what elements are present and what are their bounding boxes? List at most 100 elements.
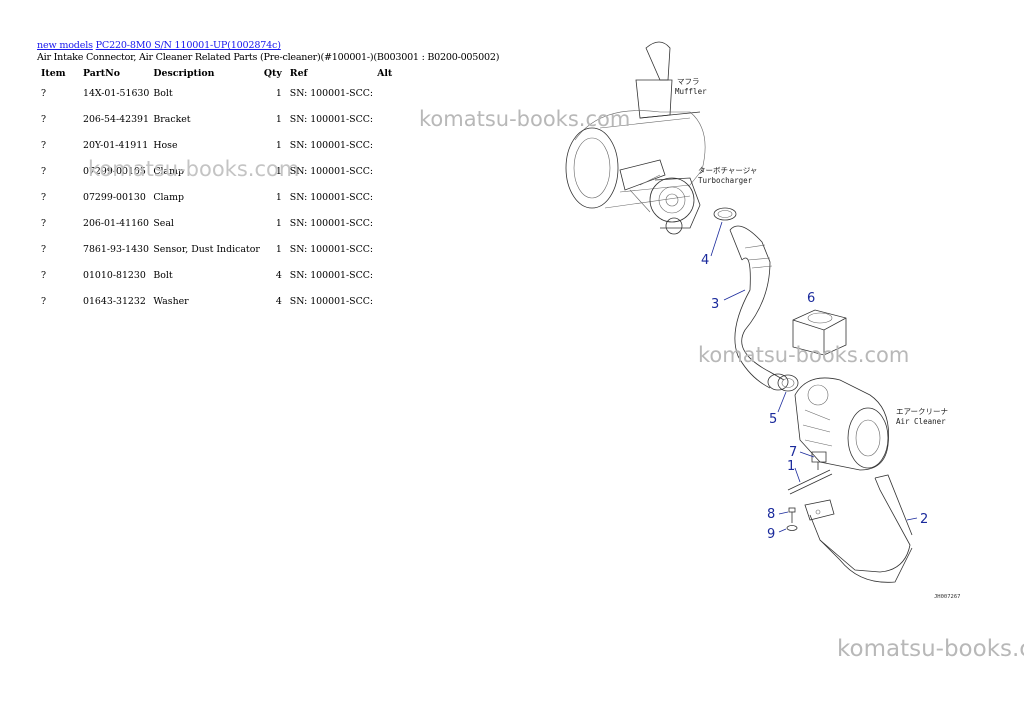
parts-table: Item PartNo Description Qty Ref Alt ? 14… — [37, 66, 394, 314]
cell-alt — [375, 236, 394, 262]
callout-8: 8 — [767, 507, 775, 522]
cell-alt — [375, 106, 394, 132]
cell-partno: 206-01-41160 — [83, 217, 149, 229]
cell-ref: SN: 100001-SCC: — [289, 269, 374, 281]
cell-qty: 1 — [275, 217, 282, 229]
header-ref: Ref — [289, 67, 308, 79]
callout-5: 5 — [769, 412, 777, 427]
cell-description: Bracket — [153, 113, 191, 125]
cell-item: ? — [41, 87, 47, 99]
cell-item: ? — [41, 165, 47, 177]
cell-partno: 7861-93-1430 — [83, 243, 149, 255]
muffler-illustration — [565, 41, 706, 209]
callout-7: 7 — [789, 445, 797, 460]
hose-illustration — [729, 225, 789, 391]
table-row: ? 206-01-41160 Seal 1 SN: 100001-SCC: — [37, 210, 394, 236]
cell-qty: 1 — [275, 165, 282, 177]
cell-item: ? — [41, 217, 47, 229]
cell-item: ? — [41, 139, 47, 151]
cell-partno: 01010-81230 — [83, 269, 146, 281]
cell-description: Bolt — [153, 87, 173, 99]
cell-ref: SN: 100001-SCC: — [289, 139, 374, 151]
callout-9: 9 — [767, 527, 775, 542]
watermark: komatsu-books.com — [88, 157, 300, 181]
cell-description: Sensor, Dust Indicator — [153, 243, 260, 255]
figure-code: JH007267 — [934, 594, 961, 600]
cell-qty: 1 — [275, 191, 282, 203]
breadcrumb-model-link[interactable]: PC220-8M0 S/N 110001-UP(1002874c) — [95, 40, 281, 51]
clamp-5-illustration — [777, 374, 799, 392]
cell-ref: SN: 100001-SCC: — [289, 87, 374, 99]
cell-description: Seal — [153, 217, 174, 229]
cell-qty: 1 — [275, 139, 282, 151]
cell-description: Washer — [153, 295, 189, 307]
cell-partno: 20Y-01-41911 — [83, 139, 149, 151]
table-header-row: Item PartNo Description Qty Ref Alt — [37, 66, 394, 80]
callout-1: 1 — [787, 459, 795, 474]
table-row: ? 07299-00130 Clamp 1 SN: 100001-SCC: — [37, 184, 394, 210]
watermark: komatsu-books.com — [419, 107, 631, 131]
cell-alt — [375, 158, 394, 184]
watermark: komatsu-books.com — [698, 343, 910, 367]
parts-diagram: マフラ Muffler ターボチャージャ Turbocharger — [565, 41, 961, 600]
header-qty: Qty — [263, 67, 282, 79]
turbo-en-label: Turbocharger — [698, 176, 753, 185]
cell-ref: SN: 100001-SCC: — [289, 295, 374, 307]
header-description: Description — [153, 67, 215, 79]
cell-alt — [375, 80, 394, 106]
breadcrumb: new models PC220-8M0 S/N 110001-UP(10028… — [37, 40, 281, 51]
cell-item: ? — [41, 243, 47, 255]
callout-6: 6 — [807, 291, 815, 306]
cell-description: Clamp — [153, 191, 185, 203]
page-subtitle: Air Intake Connector, Air Cleaner Relate… — [37, 52, 500, 63]
cell-alt — [375, 288, 394, 314]
cell-description: Clamp — [153, 165, 185, 177]
bolt-8-illustration — [788, 507, 796, 523]
turbo-jp-label: ターボチャージャ — [698, 166, 757, 175]
callout-3: 3 — [711, 297, 719, 312]
cell-item: ? — [41, 113, 47, 125]
cell-partno: 206-54-42391 — [83, 113, 149, 125]
cell-item: ? — [41, 191, 47, 203]
dust-indicator-illustration — [811, 451, 827, 470]
cell-ref: SN: 100001-SCC: — [289, 243, 374, 255]
breadcrumb-new-models-link[interactable]: new models — [37, 40, 93, 51]
cell-alt — [375, 184, 394, 210]
cell-qty: 1 — [275, 87, 282, 99]
table-row: ? 206-54-42391 Bracket 1 SN: 100001-SCC: — [37, 106, 394, 132]
header-partno: PartNo — [83, 67, 120, 79]
bolt-1-illustration — [787, 469, 833, 495]
cell-item: ? — [41, 269, 47, 281]
watermark: komatsu-books.c — [837, 636, 1024, 662]
cell-alt — [375, 210, 394, 236]
cell-qty: 1 — [275, 243, 282, 255]
header-alt: Alt — [377, 67, 393, 79]
cell-partno: 07299-00105 — [83, 165, 146, 177]
cell-partno: 14X-01-51630 — [83, 87, 150, 99]
callout-2: 2 — [920, 512, 928, 527]
cell-alt — [375, 262, 394, 288]
table-row: ? 01643-31232 Washer 4 SN: 100001-SCC: — [37, 288, 394, 314]
table-row: ? 07299-00105 Clamp 1 SN: 100001-SCC: — [37, 158, 394, 184]
cell-partno: 01643-31232 — [83, 295, 146, 307]
washer-illustration — [786, 525, 798, 531]
table-row: ? 14X-01-51630 Bolt 1 SN: 100001-SCC: — [37, 80, 394, 106]
muffler-en-label: Muffler — [675, 87, 707, 96]
callout-4: 4 — [701, 253, 709, 268]
turbocharger-illustration — [619, 159, 701, 235]
table-row: ? 20Y-01-41911 Hose 1 SN: 100001-SCC: — [37, 132, 394, 158]
cell-partno: 07299-00130 — [83, 191, 146, 203]
cell-qty: 1 — [275, 113, 282, 125]
table-row: ? 7861-93-1430 Sensor, Dust Indicator 1 … — [37, 236, 394, 262]
muffler-jp-label: マフラ — [677, 77, 700, 86]
cell-description: Bolt — [153, 269, 173, 281]
cell-ref: SN: 100001-SCC: — [289, 191, 374, 203]
air-cleaner-en-label: Air Cleaner — [896, 417, 946, 426]
cell-ref: SN: 100001-SCC: — [289, 113, 374, 125]
cell-alt — [375, 132, 394, 158]
cell-ref: SN: 100001-SCC: — [289, 217, 374, 229]
header-item: Item — [41, 67, 66, 79]
clamp-4-illustration — [713, 207, 737, 221]
air-cleaner-illustration — [794, 377, 889, 471]
air-cleaner-jp-label: エアークリーナ — [896, 407, 948, 416]
